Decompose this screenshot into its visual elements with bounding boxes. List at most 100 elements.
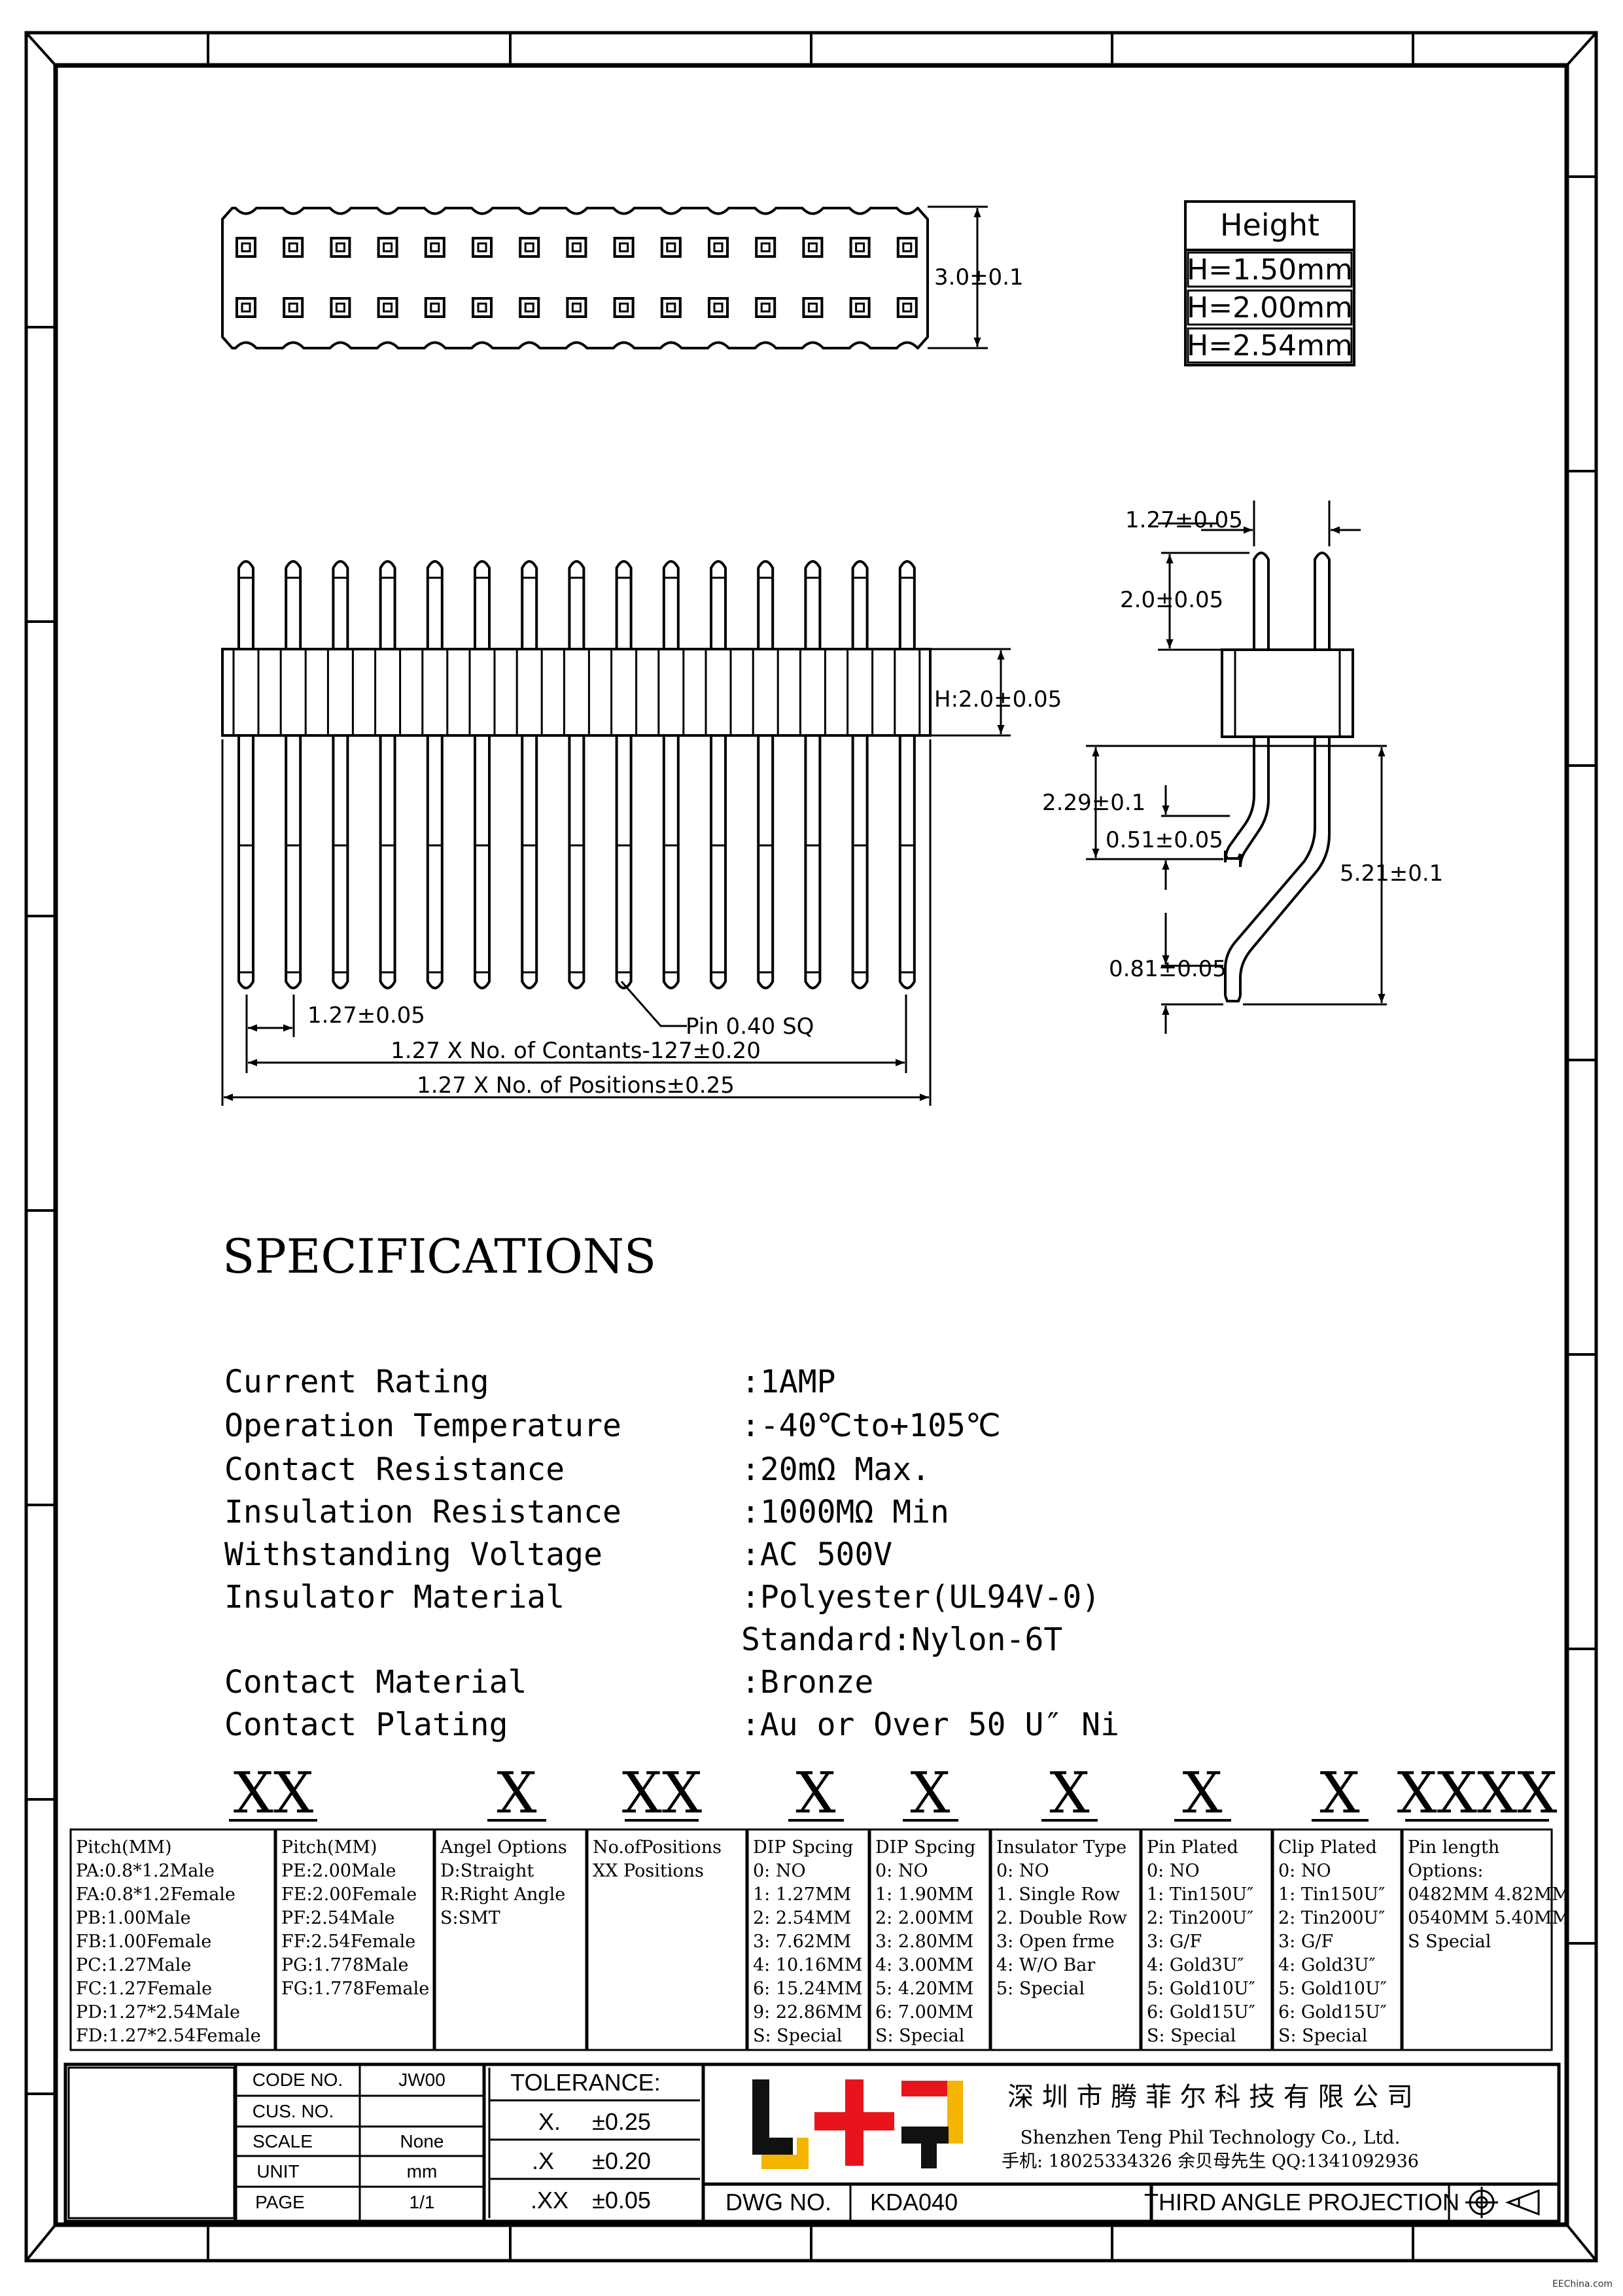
- front-pin: [374, 560, 402, 989]
- tolerance-label: TOLERANCE:: [510, 2069, 660, 2096]
- option-line: 0: NO: [875, 1861, 928, 1881]
- contact-square: [896, 297, 918, 318]
- option-line: 5: Gold10U″: [1147, 1979, 1255, 1999]
- option-line: 4: 10.16MM: [753, 1955, 862, 1975]
- front-view-dim-positions-label: 1.27 X No. of Positions±0.25: [417, 1072, 735, 1099]
- option-header: Pin Plated: [1147, 1837, 1238, 1858]
- front-view-dim-pitch-label: 1.27±0.05: [307, 1002, 425, 1029]
- spec-value: :-40℃to+105℃: [741, 1407, 1001, 1444]
- option-header: Angel Options: [440, 1837, 567, 1858]
- contact-square: [849, 237, 871, 258]
- option-header: No.ofPositions: [593, 1837, 722, 1858]
- side-view-pin-left-tail: [1224, 737, 1255, 863]
- front-view-insulator: [221, 648, 932, 737]
- option-line: 0540MM 5.40MM: [1408, 1908, 1570, 1928]
- option-line: 6: Gold15U″: [1147, 2002, 1255, 2022]
- option-line: 3: Open frme: [996, 1932, 1115, 1952]
- spec-label: Contact Resistance: [224, 1451, 565, 1488]
- contact-square: [613, 237, 635, 258]
- spec-label: Operation Temperature: [224, 1407, 621, 1444]
- order-code-pitch: XX: [234, 1761, 313, 1826]
- order-code-clip-plated: X: [1319, 1761, 1359, 1826]
- spec-label: Contact Plating: [224, 1706, 508, 1743]
- option-header: Pitch(MM): [281, 1837, 377, 1858]
- contact-square: [802, 237, 824, 258]
- option-line: Options:: [1408, 1861, 1484, 1881]
- contact-square: [660, 297, 682, 318]
- option-line: 5: Gold10U″: [1278, 1979, 1387, 1999]
- option-line: FA:0.8*1.2Female: [76, 1884, 236, 1905]
- contact-square: [283, 297, 304, 318]
- option-line: 1: Tin150U″: [1147, 1884, 1253, 1905]
- side-view-insulator: [1221, 648, 1354, 738]
- top-view: 3.0±0.1: [221, 205, 1024, 349]
- option-line: S: Special: [1278, 2026, 1367, 2046]
- contact-square: [708, 237, 729, 258]
- front-pin: [421, 560, 449, 989]
- front-view-pin-note: Pin 0.40 SQ: [686, 1014, 814, 1040]
- top-view-dim-height: [928, 205, 988, 349]
- company-logo: [752, 2079, 963, 2169]
- option-line: S: Special: [1147, 2026, 1236, 2046]
- contact-square: [802, 297, 824, 318]
- side-view: [1086, 501, 1387, 1034]
- projection-label: THIRD ANGLE PROJECTION: [1144, 2189, 1459, 2216]
- contact-square: [613, 297, 635, 318]
- option-line: FG:1.778Female: [281, 1979, 429, 1999]
- contact-square: [283, 237, 304, 258]
- front-pin: [515, 560, 543, 989]
- order-code-dip2: X: [910, 1761, 950, 1826]
- option-line: 1. Single Row: [996, 1884, 1120, 1905]
- tol-label-1: X.: [538, 2108, 561, 2135]
- order-code-positions: XX: [622, 1761, 702, 1826]
- contact-square: [896, 237, 918, 258]
- front-pin: [705, 560, 732, 989]
- top-view-dim-height-label: 3.0±0.1: [934, 264, 1024, 291]
- contact-square: [708, 297, 729, 318]
- option-line: 0: NO: [996, 1861, 1049, 1881]
- front-pin: [752, 560, 779, 989]
- option-line: D:Straight: [440, 1861, 534, 1881]
- company-contact: 手机: 18025334326 余贝母先生 QQ:1341092936: [1002, 2151, 1419, 2172]
- option-line: FE:2.00Female: [281, 1884, 417, 1905]
- front-pin: [657, 560, 685, 989]
- front-pin: [799, 560, 826, 989]
- contact-square: [519, 237, 540, 258]
- contact-square: [755, 297, 777, 318]
- option-line: 1: 1.27MM: [753, 1884, 851, 1905]
- front-view-dim-H-label: H:2.0±0.05: [934, 686, 1062, 713]
- spec-value: :Polyester(UL94V-0): [741, 1579, 1100, 1616]
- option-line: XX Positions: [593, 1861, 704, 1881]
- side-view-pin-right-tail: [1224, 737, 1316, 996]
- front-pin: [894, 560, 921, 989]
- option-line: FC:1.27Female: [76, 1979, 212, 1999]
- page-value: 1/1: [410, 2192, 435, 2212]
- contact-square: [519, 297, 540, 318]
- specs-title: SPECIFICATIONS: [222, 1229, 656, 1284]
- option-line: 5: Special: [996, 1979, 1085, 1999]
- option-line: 6: Gold15U″: [1278, 2002, 1387, 2022]
- option-line: S:SMT: [440, 1908, 500, 1928]
- side-view-dim-229-label: 2.29±0.1: [1042, 790, 1145, 816]
- spec-value: :AC 500V: [741, 1536, 892, 1573]
- option-line: 2. Double Row: [996, 1908, 1127, 1928]
- code-no-label: CODE NO.: [253, 2070, 343, 2090]
- contact-square: [377, 237, 398, 258]
- spec-value: Standard:Nylon-6T: [741, 1621, 1062, 1658]
- option-header: Insulator Type: [996, 1837, 1126, 1858]
- specs-list: Current Rating :1AMP Operation Temperatu…: [224, 1364, 1119, 1743]
- option-line: PE:2.00Male: [281, 1861, 396, 1881]
- option-header: Pitch(MM): [76, 1837, 172, 1858]
- front-pin: [846, 560, 874, 989]
- front-view-dim-contacts-label: 1.27 X No. of Contants-127±0.20: [391, 1038, 761, 1064]
- front-pin: [468, 560, 496, 989]
- option-line: PB:1.00Male: [76, 1908, 191, 1928]
- contact-square: [472, 237, 493, 258]
- projection-symbol-icon: [1465, 2187, 1540, 2218]
- spec-value: :20mΩ Max.: [741, 1451, 930, 1488]
- contact-square: [566, 237, 587, 258]
- order-code-insulator: X: [1049, 1761, 1089, 1826]
- option-line: S: Special: [875, 2026, 964, 2046]
